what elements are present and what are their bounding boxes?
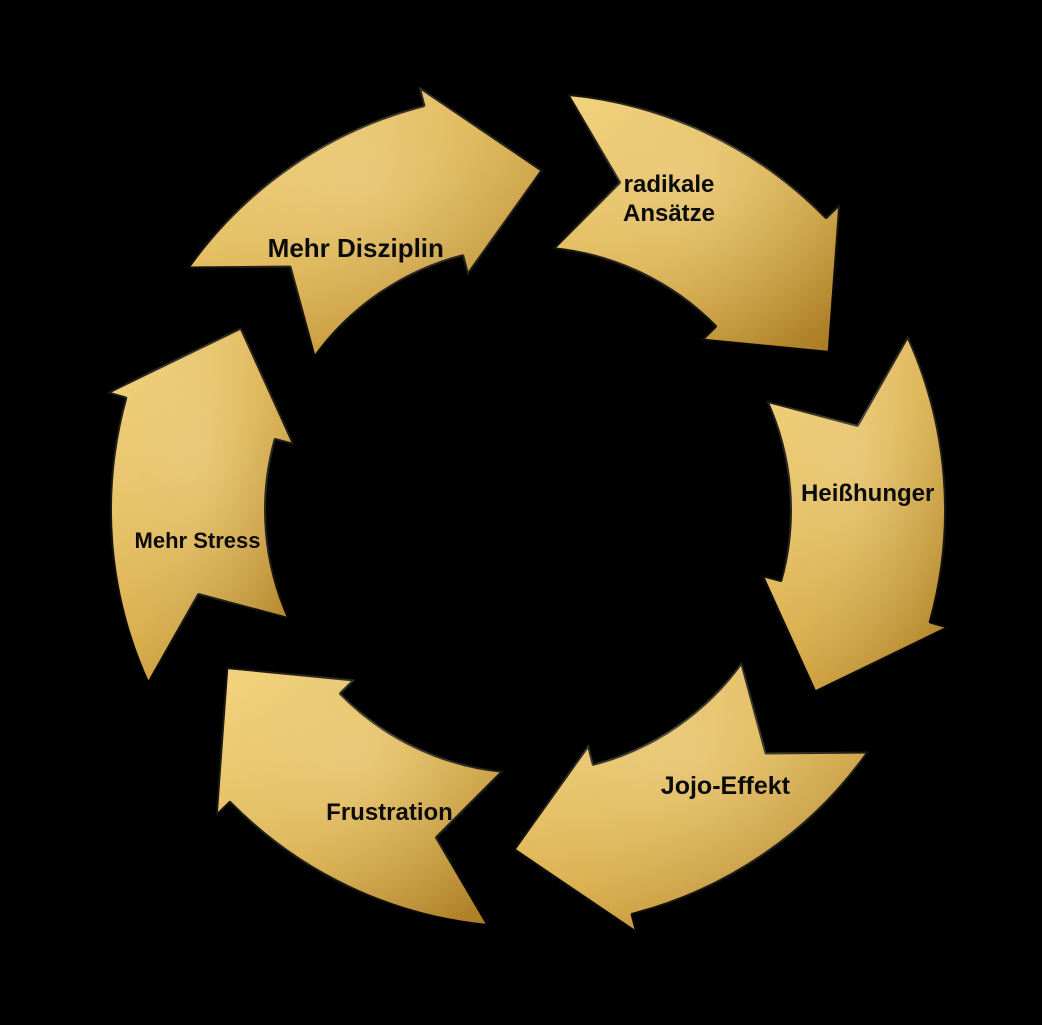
step-label-line: Mehr Stress — [135, 528, 261, 553]
cycle-arrow-sheen-6 — [105, 327, 295, 685]
step-label-3: Heißhunger — [801, 481, 934, 508]
step-label-1: Mehr Disziplin — [268, 233, 444, 263]
step-label-6: Mehr Stress — [135, 528, 261, 553]
step-label-line: Mehr Disziplin — [268, 233, 444, 263]
cycle-arrow-sheen-3 — [761, 335, 951, 693]
step-label-line: Frustration — [326, 799, 453, 826]
step-label-line: Jojo-Effekt — [661, 771, 791, 799]
cycle-arrow-sheen-4 — [513, 661, 870, 934]
cycle-arrow-sheen-5 — [215, 667, 504, 927]
cycle-segments — [103, 84, 953, 936]
step-label-5: Frustration — [326, 799, 453, 826]
cycle-arrow-sheen-1 — [186, 86, 543, 359]
cycle-arrow-sheen-2 — [552, 93, 841, 354]
step-label-line: Heißhunger — [801, 481, 934, 508]
step-label-line: Ansätze — [623, 200, 715, 227]
step-label-line: radikale — [624, 172, 715, 199]
step-label-4: Jojo-Effekt — [661, 771, 791, 799]
